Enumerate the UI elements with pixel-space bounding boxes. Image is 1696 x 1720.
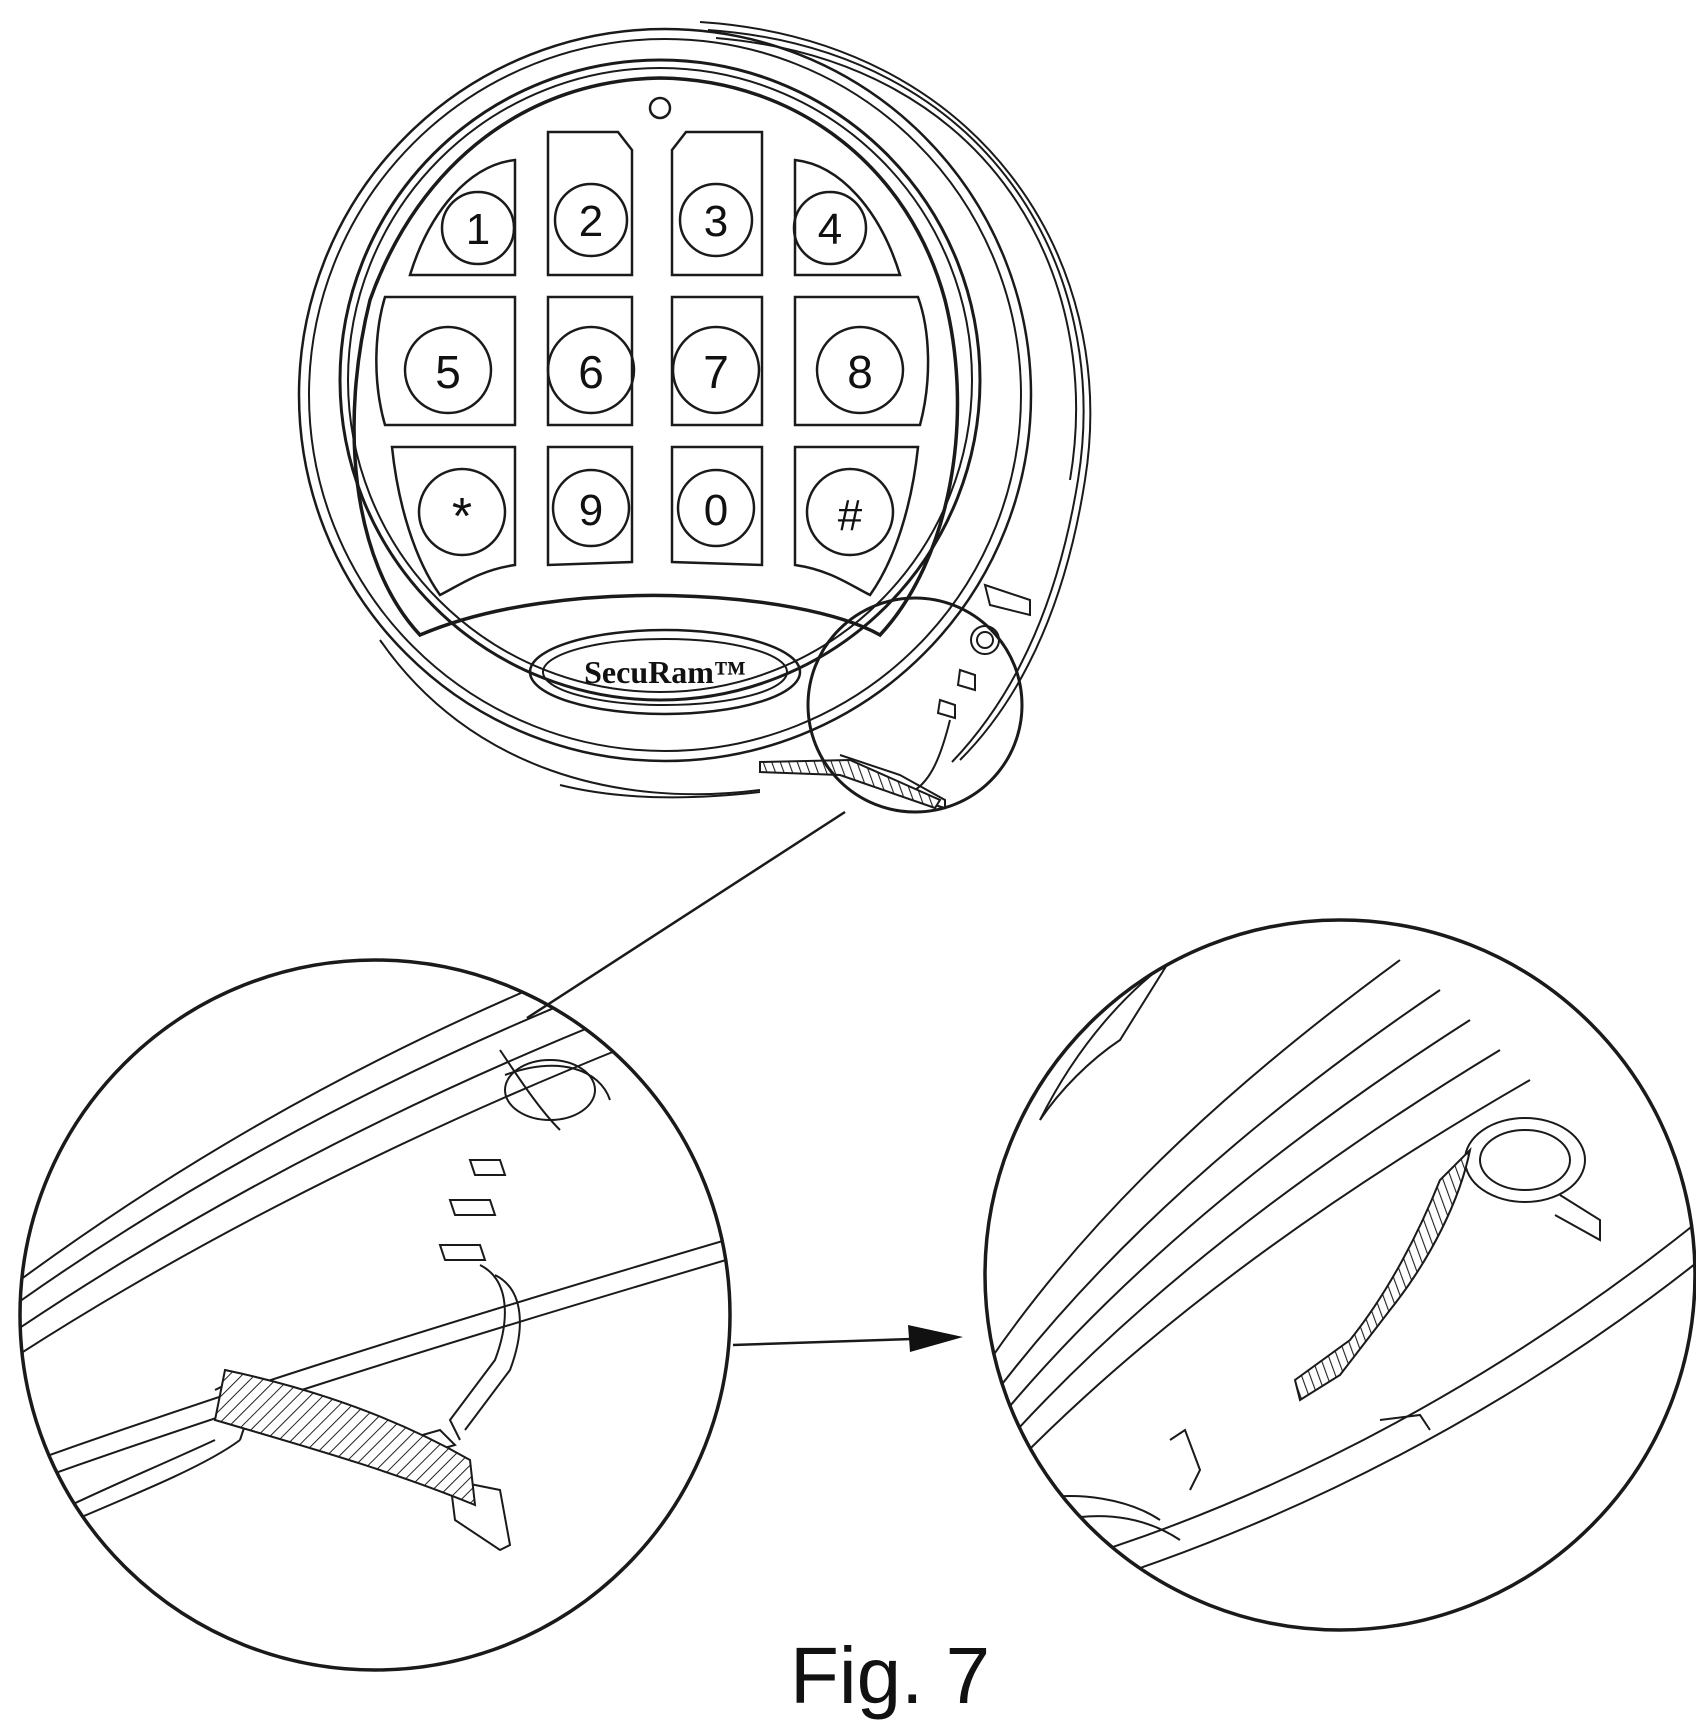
leader-line xyxy=(526,810,846,1020)
key-label: 0 xyxy=(704,486,728,535)
key-label: 9 xyxy=(579,486,603,535)
key-label: 4 xyxy=(818,205,842,254)
key-star[interactable]: * xyxy=(390,445,517,597)
keypad-housing xyxy=(297,21,1092,799)
arrow xyxy=(732,1325,963,1352)
key-3[interactable]: 3 xyxy=(670,130,764,277)
key-label: * xyxy=(452,488,472,546)
key-hash[interactable]: # xyxy=(793,445,920,597)
keypad-latch xyxy=(759,583,1031,810)
key-2[interactable]: 2 xyxy=(546,130,634,277)
detail-circle-before xyxy=(18,958,732,1672)
magnifier-circle xyxy=(806,596,1024,814)
detail-after xyxy=(983,918,1696,1632)
key-7[interactable]: 7 xyxy=(670,295,764,427)
key-5[interactable]: 5 xyxy=(375,295,517,427)
figure-caption: Fig. 7 xyxy=(790,1631,991,1720)
detail-circle-after xyxy=(983,918,1696,1632)
key-4[interactable]: 4 xyxy=(792,158,902,277)
key-label: 3 xyxy=(704,197,728,246)
detail-before xyxy=(18,958,732,1672)
key-label: 1 xyxy=(466,205,490,254)
key-9[interactable]: 9 xyxy=(546,445,634,567)
brand-plate: SecuRam™ xyxy=(528,628,802,716)
keypad-keys: 1 2 3 4 5 6 7 xyxy=(375,130,930,597)
key-label: 7 xyxy=(703,346,729,398)
key-8[interactable]: 8 xyxy=(793,295,930,427)
key-0[interactable]: 0 xyxy=(670,445,764,567)
key-6[interactable]: 6 xyxy=(546,295,636,427)
brand-logo: SecuRam™ xyxy=(584,654,746,690)
key-label: # xyxy=(838,491,863,540)
key-label: 2 xyxy=(579,197,603,246)
key-label: 6 xyxy=(578,346,604,398)
key-label: 5 xyxy=(435,346,461,398)
key-label: 8 xyxy=(847,346,873,398)
key-1[interactable]: 1 xyxy=(408,158,517,277)
